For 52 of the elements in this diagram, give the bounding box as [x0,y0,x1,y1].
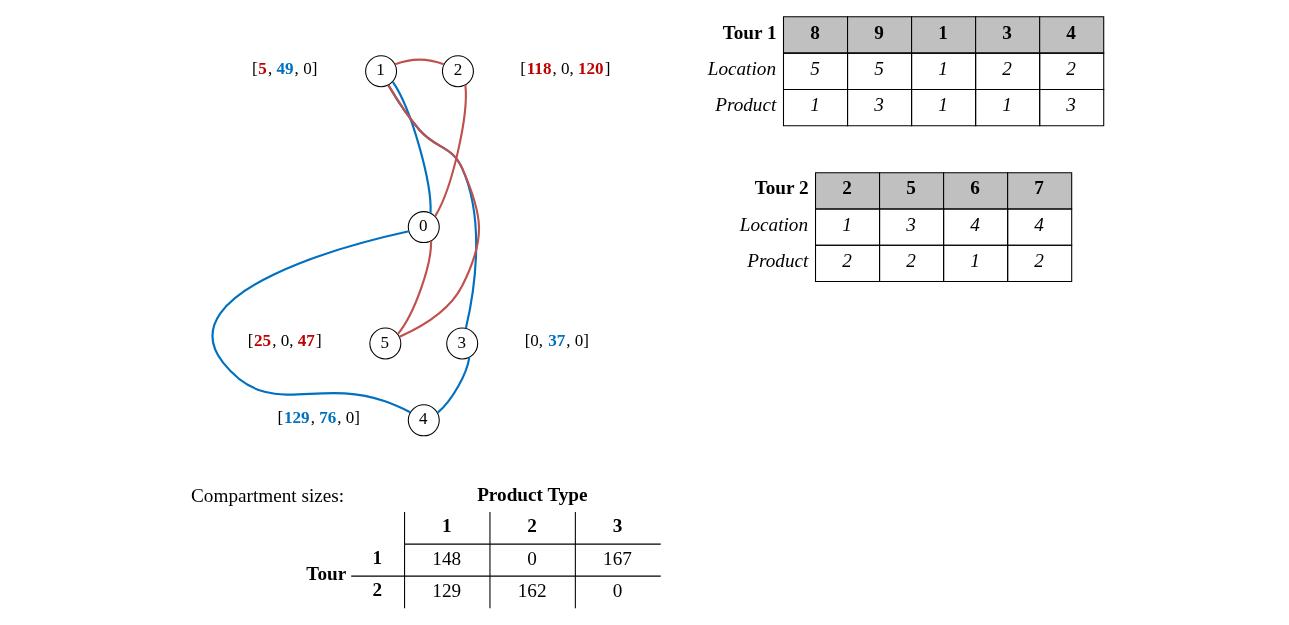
label: 1 [937,57,948,79]
label: 5 [905,177,916,199]
label: Location [739,213,808,235]
label: 0 [612,579,622,601]
label: 3 [873,94,884,116]
label: 1 [1001,94,1012,116]
label: 1 [809,94,820,116]
label: 1 [937,21,948,43]
label: 1 [969,250,980,272]
node-label: [129, 76, 0] [277,408,360,428]
label: 7 [1033,177,1044,199]
label: 2 [841,250,852,272]
label: 3 [1065,94,1076,116]
label: 2 [1001,57,1012,79]
label: 3 [905,213,916,235]
label: 148 [431,547,461,569]
label: Tour 2 [754,177,809,199]
label: 1 [441,514,452,536]
label: 2 [1033,250,1044,272]
label: 0 [526,547,537,569]
label: 167 [602,547,632,569]
label: 2 [905,250,916,272]
label: Tour [305,562,346,584]
label: 4 [969,213,980,235]
label: 1 [372,546,382,568]
label: Product [746,250,808,272]
label: 129 [431,579,461,601]
label: 162 [517,579,547,601]
label: 9 [873,21,884,43]
label: Location [707,57,776,79]
label: Compartment sizes: [190,484,344,506]
node-label: [0, 37, 0] [524,331,589,351]
label: 8 [809,21,820,43]
label: 6 [969,177,980,199]
label: 5 [809,57,820,79]
label: 2 [372,578,382,600]
label: 3 [1001,21,1012,43]
label: 1 [937,94,948,116]
node-label: [25, 0, 47] [247,331,322,351]
node-label: [5, 49, 0] [251,59,317,79]
label: 1 [841,213,852,235]
node-label: [118, 0, 120] [519,59,610,79]
label: 2 [1065,57,1076,79]
label: 2 [841,177,852,199]
label: Product [714,94,776,116]
label: 2 [526,514,537,536]
label: Product Type [476,483,588,505]
label: 4 [1065,21,1076,43]
label: 3 [612,514,622,536]
label: 5 [873,57,884,79]
label: Tour 1 [722,21,777,43]
label: 4 [1033,213,1044,235]
